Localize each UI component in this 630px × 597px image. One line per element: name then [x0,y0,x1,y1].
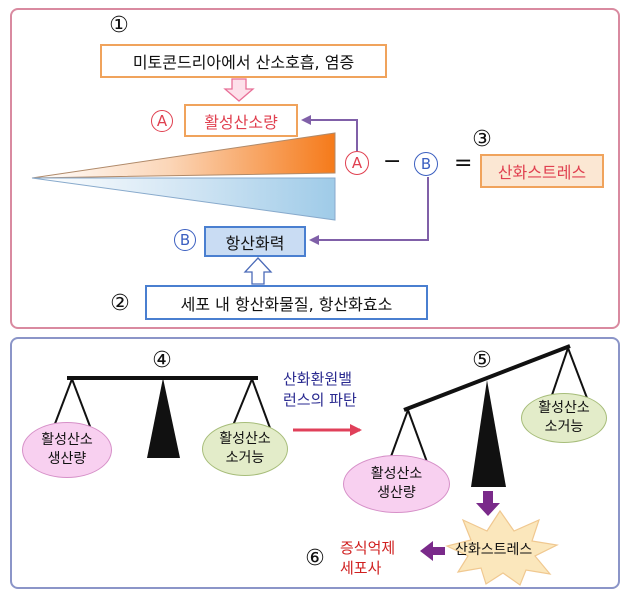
step-number-4: ④ [152,347,172,373]
left-pan-scavenging-line2: 소거능 [225,450,265,466]
stress-burst [445,509,559,586]
connector-a [301,115,358,151]
blue-up-arrow [243,257,273,285]
right-pan-scavenging-line2: 소거능 [544,419,584,435]
top-panel [10,8,620,329]
transition-text-line1: 산화환원밸 [283,370,353,388]
equation-marker-a: A [345,151,369,175]
right-pan-scavenging-line1: 활성산소 [538,400,590,416]
antioxidant-wedge [31,177,336,221]
bottom-panel [10,337,620,589]
outcome-line2: 세포사 [340,559,382,577]
label-antioxidant-capacity: 항산화력 [204,226,306,257]
step-number-3: ③ [472,126,492,152]
step-number-6: ⑥ [305,545,325,571]
left-pan-scavenging-line1: 활성산소 [219,431,271,447]
right-pan-scavenging: 활성산소 소거능 [521,393,607,443]
pink-down-arrow [223,78,255,102]
left-pan-production: 활성산소 생산량 [22,422,112,478]
connector-b [309,177,429,245]
minus-sign: − [383,149,402,174]
marker-a: A [151,110,173,132]
result-oxidative-stress: 산화스트레스 [480,154,604,188]
right-pan-production-line1: 활성산소 [370,466,423,482]
down-arrow-to-stress [476,491,500,516]
transition-text-line2: 런스의 파탄 [283,391,357,409]
equation-marker-b: B [414,152,438,176]
step-number-2: ② [110,290,130,316]
source-box-oxidants: 미토콘드리아에서 산소호흡, 염증 [100,44,387,78]
source-box-antioxidants: 세포 내 항산화물질, 항산화효소 [145,285,428,320]
step-number-5: ⑤ [472,347,492,373]
oxidant-wedge [31,132,336,179]
label-reactive-oxygen-amount: 활성산소량 [184,104,298,137]
left-pan-production-line2: 생산량 [47,451,87,467]
balance4-fulcrum [147,378,180,458]
left-pan-production-line1: 활성산소 [41,432,93,448]
left-arrow-to-outcome [420,541,445,561]
marker-b: B [174,229,196,251]
left-pan-scavenging: 활성산소 소거능 [202,422,288,476]
outcome-line1: 증식억제 [340,539,396,557]
stress-label: 산화스트레스 [455,542,533,558]
balance5-fulcrum [471,380,506,487]
balance5-beam [403,344,571,412]
right-pan-production: 활성산소 생산량 [343,455,450,513]
step-number-1: ① [109,12,129,38]
right-pan-production-line2: 생산량 [377,485,416,501]
equals-sign: = [454,151,473,176]
